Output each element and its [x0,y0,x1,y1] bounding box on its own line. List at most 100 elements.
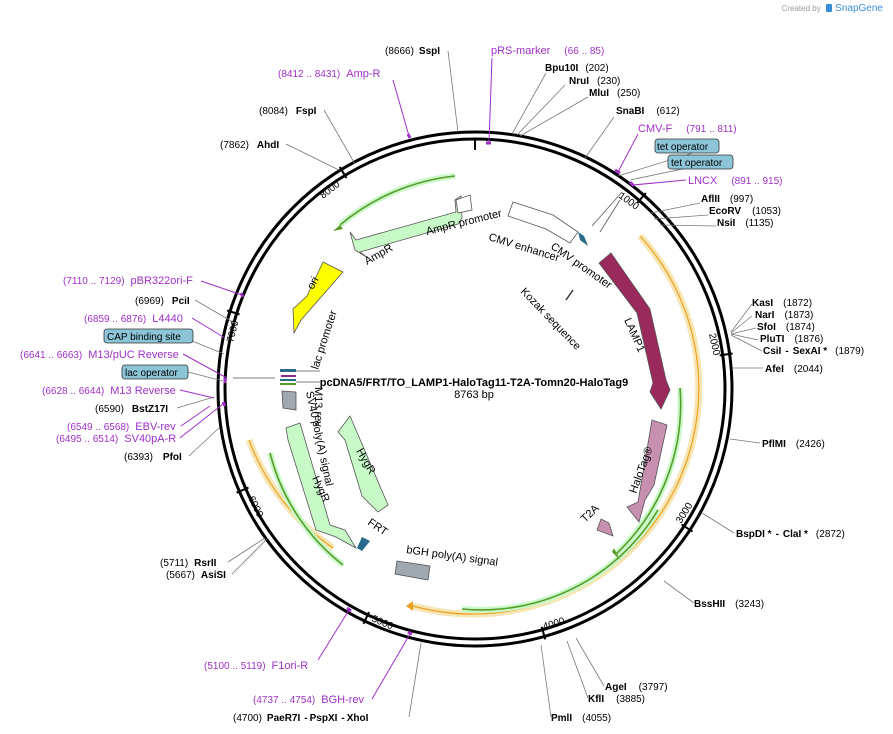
amp-r-primer-mark [406,133,412,139]
primer-label[interactable]: (8412 .. 8431)Amp-R [278,68,381,80]
enzyme-label[interactable]: PflMI(2426) [762,439,825,450]
credit-prefix: Created by [781,4,821,13]
lac-operator-box[interactable] [121,364,189,380]
halotag-feature[interactable] [626,419,668,523]
enzyme-label[interactable]: NruI(230) [569,76,620,87]
frt-feature[interactable] [357,537,370,551]
primer-label[interactable]: (4737 .. 4754)BGH-rev [253,694,365,706]
enzyme-label[interactable]: AfeI(2044) [765,364,823,375]
enzyme-label[interactable]: (6393)PfoI [124,452,182,463]
enzyme-label[interactable]: SfoI(1874) [757,322,815,333]
lamp1-feature[interactable] [598,252,671,410]
snapgene-credit: Created by SnapGene [782,3,883,14]
enzyme-label[interactable]: CsiI-SexAI *(1879) [763,346,864,357]
boxed-feature-labels: tet operator tet operator CAP binding si… [103,138,734,380]
enzyme-label[interactable]: (6969)PciI [135,296,190,307]
cmv-promoter-end-feature[interactable] [578,232,588,246]
scale-tick-mark [236,486,249,494]
primer-label[interactable]: (7110 .. 7129)pBR322ori-F [63,275,193,287]
hygr-outer-feature[interactable] [285,422,358,550]
ampr-feature[interactable] [349,195,463,259]
enzyme-label[interactable]: KasI(1872) [752,298,812,309]
cmv-f-primer-mark [614,168,621,175]
primer-label[interactable]: LNCX(891 .. 915) [688,175,783,187]
lncx-primer-line [632,179,687,186]
enzyme-label[interactable]: AflII(997) [701,194,753,205]
bgh-primer-mark [407,630,413,636]
bgh-rev-primer-line [371,633,411,700]
primer-label[interactable]: (6628 .. 6644)M13 Reverse [42,385,176,397]
lac-operator-mark[interactable] [280,369,296,372]
sv40-polya-feature[interactable] [281,390,297,411]
enzyme-label[interactable]: (5711)RsrII [160,558,217,569]
enzyme-label[interactable]: BspDI *-ClaI *(2872) [736,529,845,540]
m13rev-label: M13 rev [312,387,324,427]
plasmid-length: 8763 bp [454,389,494,401]
enzyme-label[interactable]: MluI(250) [589,88,640,99]
primer-label[interactable]: pRS-marker(66 .. 85) [491,45,604,57]
enzyme-label[interactable]: BssHII(3243) [694,599,764,610]
green-arrowhead-4 [333,225,343,231]
cap-site-mark[interactable] [280,379,296,381]
enzyme-label[interactable]: KflI(3885) [588,694,645,705]
enzyme-label[interactable]: EcoRV(1053) [709,206,781,217]
tet-operator-label-1: tet operator [657,142,709,153]
t2a-label: T2A [579,502,602,525]
kozak-mark[interactable] [565,289,574,301]
enzyme-label[interactable]: (5667)AsiSI [166,570,226,581]
primer-label[interactable]: (5100 .. 5119)F1ori-R [204,660,308,672]
ampr-promoter-feature[interactable] [455,194,473,214]
t2a-feature[interactable] [596,518,614,537]
scale-tick-mark [226,309,240,316]
scale-7000: 7000 [225,319,241,344]
primer-label[interactable]: (6495 .. 6514)SV40pA-R [56,433,176,445]
enzyme-label[interactable]: (7862)AhdI [220,140,279,151]
snapgene-logo-icon [825,4,832,12]
f1ori-r-primer-line [317,609,350,661]
scale-ticks [226,166,733,640]
enzyme-label[interactable]: (8084)FspI [259,106,317,117]
orf-arc-right-outline [412,235,700,615]
kozak-label: Kozak sequence [518,286,583,353]
cap-binding-site-label: CAP binding site [107,332,181,343]
green-arrowhead-1 [612,548,620,560]
enzyme-label[interactable]: (6590)BstZ17I [95,404,168,415]
cmv-enhancer-feature[interactable] [507,201,579,244]
primer-label[interactable]: (6549 .. 6568)EBV-rev [67,421,176,433]
m13-mark[interactable] [281,375,296,377]
sv40-primer-mark [221,401,227,407]
cap-binding-site-box[interactable] [103,328,194,344]
feature-shapes [280,194,671,581]
primer-marks [179,57,687,700]
scale-tick-mark [338,166,348,179]
primer-label[interactable]: (6859 .. 6876)L4440 [84,313,183,325]
scale-2000: 2000 [706,332,721,356]
enzyme-label[interactable]: NsiI(1135) [717,218,774,229]
enzyme-label[interactable]: (4700)PaeR7I-PspXI-XhoI [233,713,369,724]
enzyme-label[interactable]: NarI(1873) [755,310,813,321]
enzyme-label[interactable]: PmlI(4055) [551,713,611,724]
m13-puc-primer-line [182,353,228,379]
enzyme-label[interactable]: PluTI(1876) [760,334,823,345]
lac-promoter-mark[interactable] [280,383,296,385]
l4440-primer-line [191,317,226,339]
m13-reverse-primer-line [179,389,215,399]
tet-operator-box-1[interactable] [654,138,720,154]
tet-operator-box-2[interactable] [667,154,734,170]
enzyme-label[interactable]: SnaBI(612) [616,106,680,117]
primer-label[interactable]: (6641 .. 6663)M13/pUC Reverse [20,349,179,361]
primer-label[interactable]: CMV-F(791 .. 811) [638,123,737,135]
bgh-polya-feature[interactable] [394,560,431,581]
scale-tick-mark [540,626,547,640]
enzyme-label[interactable]: Bpu10I(202) [545,63,609,74]
enzyme-label[interactable]: (8666)SspI [385,46,440,57]
inner-leaders [233,191,623,383]
frt-label: FRT [365,517,390,539]
credit-brand: SnapGene [835,3,883,14]
prs-marker-primer-line [488,57,493,144]
hygr-inner-feature[interactable] [337,415,389,513]
plasmid-name: pcDNA5/FRT/TO_LAMP1-HaloTag11-T2A-Tomn20… [320,377,628,389]
ori-feature[interactable] [292,261,344,335]
enzyme-label[interactable]: AgeI(3797) [605,682,668,693]
